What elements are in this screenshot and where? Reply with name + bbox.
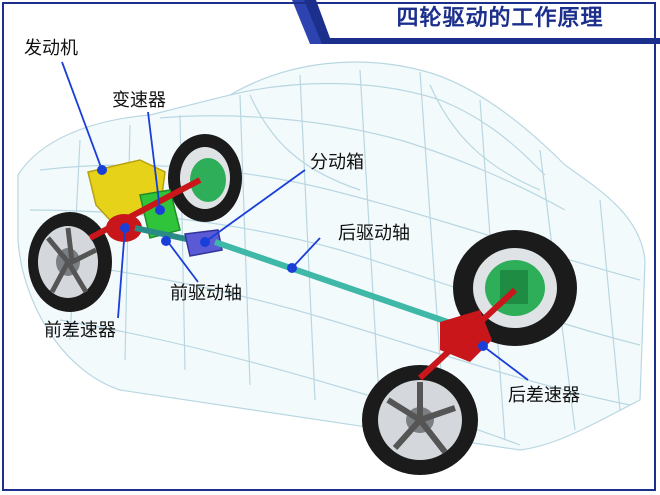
marker-transfer-case bbox=[200, 237, 210, 247]
title-band bbox=[292, 0, 660, 44]
marker-engine bbox=[97, 165, 107, 175]
marker-front-differential bbox=[120, 223, 130, 233]
rear-driveshaft-bar bbox=[214, 239, 466, 331]
diagram-title: 四轮驱动的工作原理 bbox=[396, 6, 604, 31]
marker-rear-driveshaft bbox=[287, 263, 297, 273]
label-engine: 发动机 bbox=[24, 38, 78, 59]
marker-rear-differential bbox=[478, 341, 488, 351]
marker-transmission bbox=[155, 205, 165, 215]
marker-front-driveshaft bbox=[161, 236, 171, 246]
label-rear-differential: 后差速器 bbox=[508, 385, 580, 406]
rear-near-wheel bbox=[362, 365, 478, 475]
label-front-differential: 前差速器 bbox=[44, 320, 116, 341]
leader-lines bbox=[61, 61, 529, 381]
markers bbox=[97, 165, 488, 351]
label-front-driveshaft: 前驱动轴 bbox=[170, 283, 242, 304]
label-transfer-case: 分动箱 bbox=[310, 152, 364, 173]
image-frame bbox=[2, 2, 656, 491]
label-transmission: 变速器 bbox=[112, 90, 166, 111]
front-far-wheel bbox=[168, 134, 242, 222]
label-rear-driveshaft: 后驱动轴 bbox=[338, 223, 410, 244]
